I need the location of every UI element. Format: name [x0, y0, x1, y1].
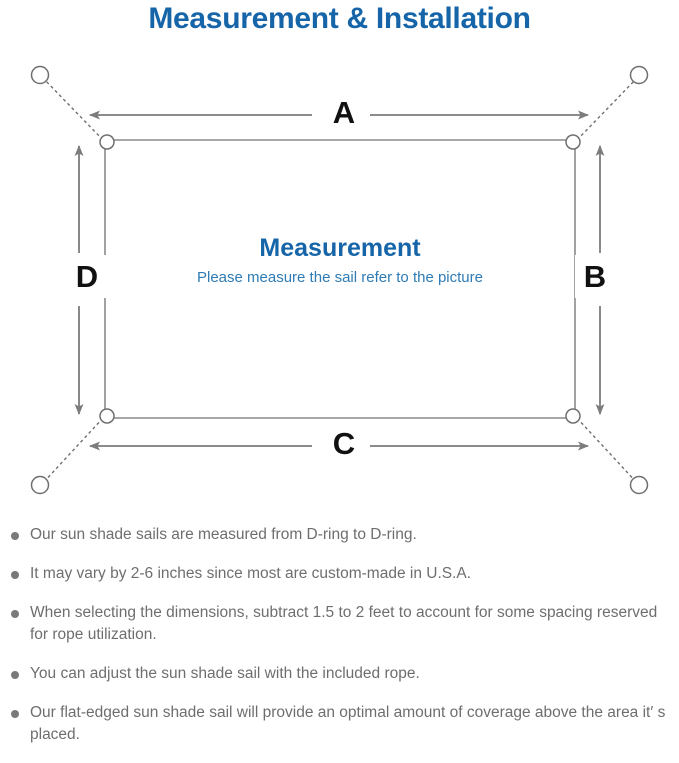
- bullet-icon: [11, 671, 19, 679]
- anchor-top-left-icon: [30, 65, 50, 85]
- bullet-icon: [11, 571, 19, 579]
- note-text: Our sun shade sails are measured from D-…: [30, 526, 417, 543]
- d-ring-bottom-left-icon: [99, 408, 115, 424]
- list-item: Our sun shade sails are measured from D-…: [0, 524, 679, 546]
- d-ring-top-right-icon: [565, 134, 581, 150]
- note-text: You can adjust the sun shade sail with t…: [30, 665, 420, 682]
- sail-label-title: Measurement: [259, 234, 421, 262]
- dimension-label-b: B: [575, 255, 615, 298]
- d-ring-bottom-right-icon: [565, 408, 581, 424]
- anchor-bottom-right-icon: [629, 475, 649, 495]
- page-root: Measurement & Installation: [0, 2, 679, 743]
- bullet-icon: [11, 532, 19, 540]
- sail-label-subtitle: Please measure the sail refer to the pic…: [197, 269, 483, 286]
- list-item: You can adjust the sun shade sail with t…: [0, 663, 679, 685]
- list-item: When selecting the dimensions, subtract …: [0, 602, 679, 646]
- rope-top-right: [576, 76, 639, 141]
- rope-bottom-right: [576, 417, 639, 485]
- d-ring-top-left-icon: [99, 134, 115, 150]
- rope-bottom-left: [41, 417, 104, 485]
- sail-center-label: Measurement Please measure the sail refe…: [105, 233, 575, 289]
- note-text: It may vary by 2-6 inches since most are…: [30, 565, 472, 582]
- rope-top-left: [41, 76, 104, 141]
- list-item: Our flat-edged sun shade sail will provi…: [0, 702, 679, 746]
- page-title: Measurement & Installation: [148, 2, 531, 35]
- anchor-top-right-icon: [629, 65, 649, 85]
- list-item: It may vary by 2-6 inches since most are…: [0, 563, 679, 585]
- bullet-icon: [11, 710, 19, 718]
- dimension-label-a: A: [318, 95, 370, 130]
- bullet-icon: [11, 610, 19, 618]
- notes-list: Our sun shade sails are measured from D-…: [0, 524, 679, 763]
- measurement-diagram: A B C D Measurement Please measure the s…: [0, 48, 679, 518]
- note-text: When selecting the dimensions, subtract …: [30, 604, 658, 643]
- note-text: Our flat-edged sun shade sail will provi…: [30, 704, 666, 743]
- dimension-label-c: C: [318, 426, 370, 461]
- diagram-svg: [30, 65, 649, 495]
- anchor-bottom-left-icon: [30, 475, 50, 495]
- dimension-label-d: D: [67, 255, 107, 298]
